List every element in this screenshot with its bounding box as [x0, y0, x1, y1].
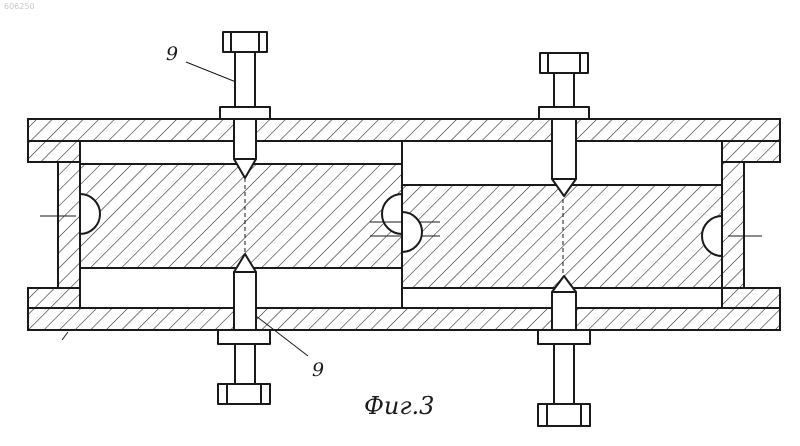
upper-left-clamp-screw: [220, 32, 270, 178]
upper-callout-leader: [186, 62, 236, 82]
upper-plate: [28, 119, 780, 162]
right-workpiece: [402, 185, 722, 288]
left-workpiece: [80, 164, 440, 268]
figure-caption: Фиг.3: [364, 392, 434, 420]
left-end-wall: [40, 162, 80, 288]
document-number: 606250: [4, 2, 35, 11]
upper-callout-number: 9: [166, 43, 178, 65]
margin-mark: [62, 332, 68, 340]
lower-left-clamp-screw: [218, 254, 270, 404]
lower-right-clamp-screw: [538, 276, 590, 426]
right-end-wall: [722, 162, 762, 288]
lower-callout-number: 9: [312, 359, 324, 381]
lower-plate: [28, 288, 780, 330]
